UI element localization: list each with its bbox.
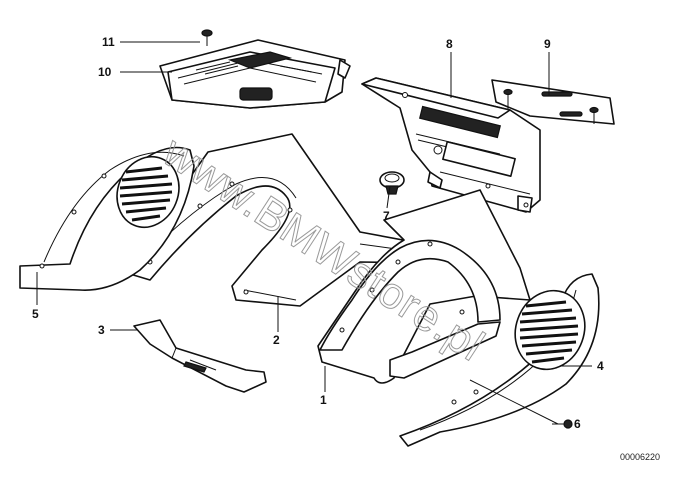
leader-lines xyxy=(36,41,592,425)
right-grille-slots xyxy=(519,300,579,364)
callout-labels: 1 2 3 4 5 6 7 8 9 10 11 xyxy=(32,35,604,431)
callout-9: 9 xyxy=(544,37,551,51)
part-6-screw xyxy=(552,419,573,429)
callout-1: 1 xyxy=(320,393,327,407)
callout-5: 5 xyxy=(32,307,39,321)
callout-10: 10 xyxy=(98,65,112,79)
callout-4: 4 xyxy=(597,359,604,373)
left-grille-slots xyxy=(119,166,173,222)
part-1-right-side-panel xyxy=(317,189,531,384)
callout-7: 7 xyxy=(383,209,390,223)
part-5-left-speaker-cover xyxy=(19,146,195,291)
part-4-right-speaker-cover xyxy=(399,273,600,447)
part-3-clip-bracket xyxy=(133,319,267,393)
callout-6: 6 xyxy=(574,417,581,431)
part-9-retaining-plate xyxy=(491,79,615,125)
part-8-mounting-bracket xyxy=(361,77,541,213)
reference-number: 00006220 xyxy=(620,452,660,462)
part-10-storage-tray xyxy=(159,39,351,109)
callout-11: 11 xyxy=(102,35,115,49)
callout-8: 8 xyxy=(446,37,453,51)
part-7-push-clip xyxy=(379,171,405,195)
part-11-screw xyxy=(201,29,213,46)
callout-3: 3 xyxy=(98,323,105,337)
callout-2: 2 xyxy=(273,333,280,347)
